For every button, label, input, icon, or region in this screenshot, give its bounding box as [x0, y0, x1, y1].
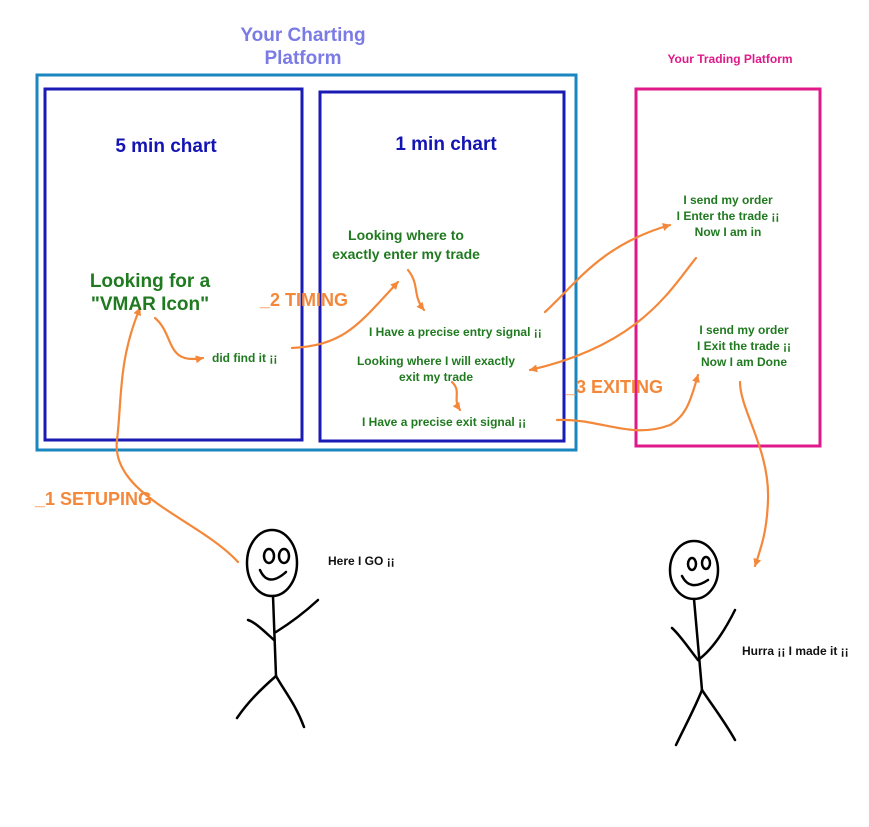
step-timing-label: _2 TIMING: [260, 290, 349, 310]
stick-figure-start-right-arm: [274, 598, 320, 634]
stick-figure-start-left-arm: [246, 618, 276, 642]
stick-figure-finish: [668, 539, 737, 747]
exit-signal-text: I Have a precise exit signal ¡¡: [362, 415, 527, 429]
arrow-found-to-timing: [290, 280, 400, 350]
order-out-line3: Now I am Done: [700, 355, 787, 369]
looking-for-vmar-line1: Looking for a: [89, 271, 211, 292]
order-out-text: I send my order I Exit the trade ¡¡ Now …: [652, 322, 836, 370]
stick-figure-start-eye: [277, 547, 291, 565]
charting-platform-title-line1: Your Charting: [240, 25, 366, 46]
looking-entry-line2: exactly enter my trade: [332, 246, 480, 262]
arrow-entry-to-signal: [406, 268, 426, 312]
arrow-order-out-to-finish: [738, 380, 770, 568]
chart-1min-frame: [318, 90, 566, 443]
order-in-text: I send my order I Enter the trade ¡¡ Now…: [636, 192, 820, 240]
stick-figure-finish-left-leg: [674, 688, 704, 747]
did-find-it-text: did find it ¡¡: [212, 351, 278, 365]
stick-figure-start-smile: [258, 568, 288, 581]
arrow-exit-looking-to-signal: [450, 380, 462, 412]
stick-figure-finish-body: [692, 597, 704, 692]
looking-exit-text: Looking where I will exactly exit my tra…: [336, 353, 536, 385]
looking-exit-line1: Looking where I will exactly: [356, 354, 516, 368]
stick-figure-finish-eye: [700, 555, 712, 571]
order-out-line2: I Exit the trade ¡¡: [696, 339, 791, 353]
step-exiting-label: _3 EXITING: [566, 377, 664, 397]
stick-figure-start-right-leg: [274, 674, 306, 729]
trading-platform-frame: [634, 87, 822, 448]
stick-figure-finish-right-leg: [700, 688, 737, 742]
order-in-line3: Now I am in: [694, 225, 762, 239]
stick-figure-start: [235, 528, 320, 729]
looking-for-vmar-line2: "VMAR Icon": [90, 294, 210, 315]
stick-figure-finish-left-arm: [670, 626, 700, 662]
order-in-line1: I send my order: [683, 193, 773, 207]
stick-figure-start-body: [271, 594, 278, 678]
trading-platform-title: Your Trading Platform: [667, 52, 793, 66]
charting-platform-title-line2: Platform: [264, 48, 342, 69]
stick-figure-finish-eye: [686, 556, 698, 572]
charting-platform-frame: [35, 73, 578, 452]
looking-exit-line2: exit my trade: [398, 370, 474, 384]
here-i-go-text: Here I GO ¡¡: [328, 554, 395, 568]
arrow-setup-to-looking: [115, 306, 240, 564]
arrow-exit-signal-to-order-out: [555, 373, 700, 432]
hurra-text: Hurra ¡¡ I made it ¡¡: [742, 644, 849, 658]
stick-figure-finish-smile: [680, 574, 710, 587]
stick-figure-start-left-leg: [235, 674, 278, 720]
stick-figure-finish-right-arm: [696, 608, 737, 662]
arrow-signal-to-order-in: [543, 223, 672, 314]
looking-entry-text: Looking where to exactly enter my trade: [306, 226, 506, 264]
looking-entry-line1: Looking where to: [348, 227, 464, 243]
arrow-order-in-to-exit-looking: [528, 256, 698, 373]
order-in-line2: I Enter the trade ¡¡: [676, 209, 780, 223]
chart-1min-label: 1 min chart: [395, 134, 497, 155]
charting-platform-title: Your Charting Platform: [203, 24, 403, 70]
order-out-line1: I send my order: [699, 323, 789, 337]
chart-5min-frame: [43, 87, 304, 442]
stick-figure-start-eye: [262, 547, 276, 565]
chart-5min-label: 5 min chart: [115, 136, 217, 157]
step-setuping-label: _1 SETUPING: [35, 489, 153, 509]
looking-for-vmar-text: Looking for a "VMAR Icon": [60, 270, 240, 316]
arrow-looking-to-found: [153, 316, 205, 364]
entry-signal-text: I Have a precise entry signal ¡¡: [369, 325, 542, 339]
